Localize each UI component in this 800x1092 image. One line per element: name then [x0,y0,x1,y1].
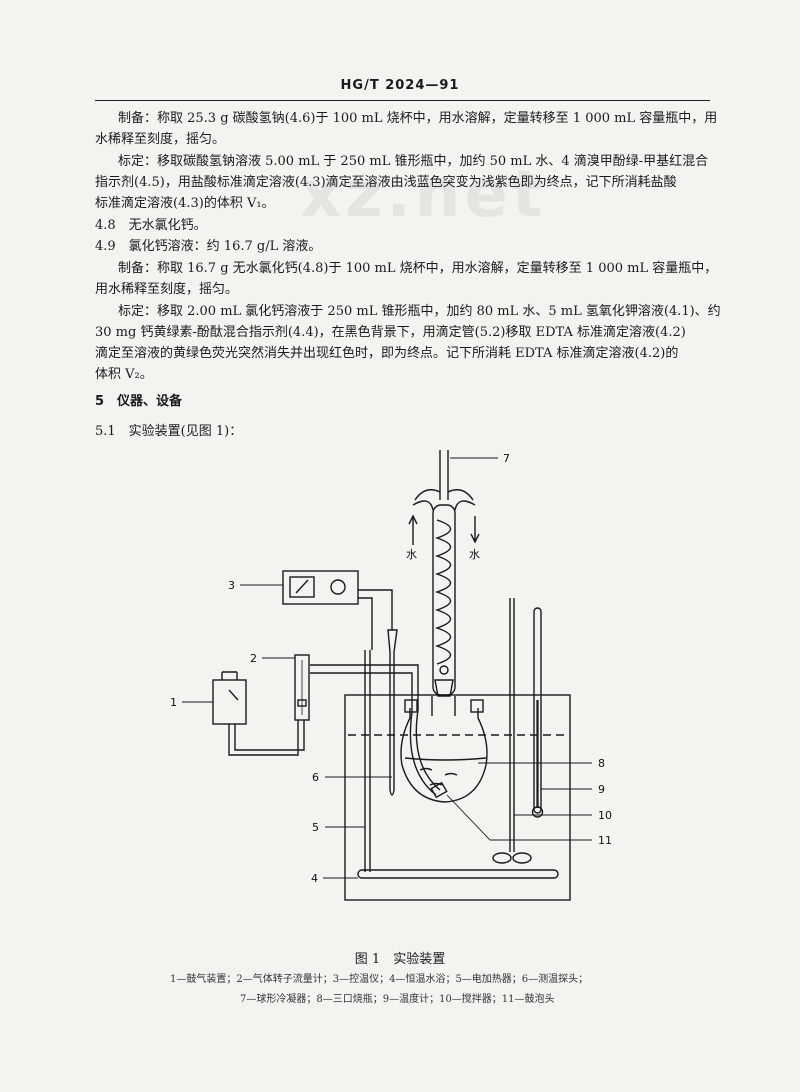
label-6: 6 [312,771,319,784]
standard-code-header: HG/T 2024—91 [340,78,460,93]
paragraph-cacl-prep-line1: 制备：称取 16.7 g 无水氯化钙(4.8)于 100 mL 烧杯中，用水溶解… [118,261,718,276]
paragraph-cacl-calib-line4: 体积 V₂。 [95,367,153,382]
paragraph-calib-line1: 标定：移取碳酸氢钠溶液 5.00 mL 于 250 mL 锥形瓶中，加约 50 … [118,154,709,169]
paragraph-calib-line2: 指示剂(4.5)，用盐酸标准滴定溶液(4.3)滴定至溶液由浅蓝色突变为浅紫色即为… [95,175,677,190]
water-in-arrow [408,514,418,545]
label-11: 11 [598,834,612,847]
watermark: xz.net [300,158,547,232]
figure-caption: 图 1 实验装置 [354,952,446,967]
label-2: 2 [250,652,257,665]
paragraph-prep-line1: 制备：称取 25.3 g 碳酸氢钠(4.6)于 100 mL 烧杯中，用水溶解，… [118,111,718,126]
condenser-coil [434,519,452,665]
controller-wiring [358,589,393,650]
air-pump [212,679,247,725]
temperature-probe [387,629,398,796]
label-8: 8 [598,757,605,770]
section-5-heading: 5 仪器、设备 [95,394,183,409]
condenser-jacket [432,504,456,696]
label-3: 3 [228,579,235,592]
stirrer-shaft [509,598,515,852]
flask-liquid-surface [404,757,487,761]
paragraph-cacl-calib-line2: 30 mg 钙黄绿素-酚酞混合指示剂(4.4)，在黑色背景下，用滴定管(5.2)… [95,325,686,340]
label-1: 1 [170,696,177,709]
electric-heater [357,869,559,879]
label-10: 10 [598,809,612,822]
section-5-1-heading: 5.1 实验装置(见图 1)： [95,424,243,439]
gas-inlet-tube [310,664,441,791]
label-9: 9 [598,783,605,796]
label-7: 7 [503,452,510,465]
paragraph-cacl-prep-line2: 用水稀释至刻度，摇匀。 [95,282,239,297]
three-neck-flask [400,708,488,803]
item-4-9: 4.9 氯化钙溶液：约 16.7 g/L 溶液。 [95,239,322,254]
pump-tubing [228,720,305,756]
gas-rotameter [294,654,310,721]
paragraph-cacl-calib-line3: 滴定至溶液的黄绿色荧光突然消失并出现红色时，即为终点。记下所消耗 EDTA 标准… [95,346,679,361]
paragraph-prep-line2: 水稀释至刻度，摇匀。 [95,132,226,147]
temperature-controller [282,570,359,605]
water-out-label: 水 [469,548,480,561]
item-4-8: 4.8 无水氯化钙。 [95,218,207,233]
thermometer [533,607,542,814]
water-out-arrow [470,516,480,544]
header-rule [95,100,710,101]
label-5: 5 [312,821,319,834]
paragraph-cacl-calib-line1: 标定：移取 2.00 mL 氯化钙溶液于 250 mL 锥形瓶中，加约 80 m… [118,304,721,319]
figure-legend-line2: 7—球形冷凝器；8—三口烧瓶；9—温度计；10—搅拌器；11—鼓泡头 [240,994,555,1005]
paragraph-calib-line3: 标准滴定溶液(4.3)的体积 V₁。 [95,196,275,211]
condenser-top-tube [439,450,449,500]
bubbler-head [430,781,448,799]
water-bath [344,694,571,901]
label-4: 4 [311,872,318,885]
figure-legend-line1: 1—鼓气装置；2—气体转子流量计；3—控温仪；4—恒温水浴；5—电加热器；6—测… [170,974,589,985]
water-in-label: 水 [406,548,417,561]
